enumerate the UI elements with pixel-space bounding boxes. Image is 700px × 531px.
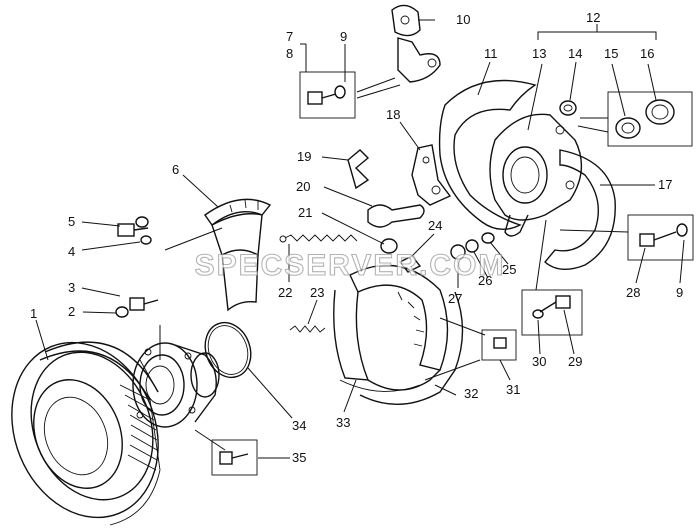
callout-33: 33: [336, 415, 350, 430]
callout-15: 15: [604, 46, 618, 61]
brake-shoe-lower: [333, 264, 464, 405]
bolt-left-lower: [115, 297, 159, 318]
callout-13: 13: [532, 46, 546, 61]
bolt-29-30: [521, 289, 583, 336]
callout-20: 20: [296, 179, 310, 194]
callout-31: 31: [506, 382, 520, 397]
clip: [347, 149, 370, 190]
callout-14: 14: [568, 46, 582, 61]
callout-19: 19: [297, 149, 311, 164]
bearing-group: [607, 91, 693, 147]
callout-17: 17: [658, 177, 672, 192]
washer-set: [450, 232, 495, 260]
callout-22: 22: [278, 285, 292, 300]
leader-lines: [35, 19, 685, 459]
callout-labels: 1 2 3 4 5 6 7 8 9 9 10 11 12 13 14 15 16…: [30, 10, 683, 465]
callout-12: 12: [586, 10, 600, 25]
lock-plate: [398, 255, 422, 273]
callout-7: 7: [286, 29, 293, 44]
callout-24: 24: [428, 218, 442, 233]
callout-16: 16: [640, 46, 654, 61]
bushing: [380, 238, 398, 254]
callout-9a: 9: [340, 29, 347, 44]
callout-27: 27: [448, 291, 462, 306]
callout-6: 6: [172, 162, 179, 177]
callout-5: 5: [68, 214, 75, 229]
callout-35: 35: [292, 450, 306, 465]
callout-8: 8: [286, 46, 293, 61]
slack-adjuster: [411, 144, 452, 206]
callout-1: 1: [30, 306, 37, 321]
bolt-31: [481, 329, 517, 361]
washer-left: [140, 235, 152, 245]
brake-shoe-upper: [204, 198, 272, 312]
callout-25: 25: [502, 262, 516, 277]
callout-18: 18: [386, 107, 400, 122]
retaining-spring: [289, 325, 326, 333]
dust-shield: [438, 79, 537, 230]
bolt-left-upper: [117, 216, 149, 237]
bolt-35: [211, 439, 258, 476]
return-spring: [279, 234, 358, 243]
nut-14: [559, 100, 577, 116]
callout-4: 4: [68, 244, 75, 259]
wheel-hub: [132, 342, 220, 428]
callout-10: 10: [456, 12, 470, 27]
callout-26: 26: [478, 273, 492, 288]
callout-11: 11: [484, 46, 498, 61]
callout-30: 30: [532, 354, 546, 369]
callout-34: 34: [292, 418, 306, 433]
callout-32: 32: [464, 386, 478, 401]
callout-28: 28: [626, 285, 640, 300]
camshaft: [367, 204, 425, 228]
bolt-28-9: [627, 214, 694, 261]
callout-23: 23: [310, 285, 324, 300]
brake-chamber-bracket: [391, 4, 441, 83]
callout-29: 29: [568, 354, 582, 369]
back-plate: [544, 149, 616, 270]
bolt-7-8-9: [299, 71, 356, 119]
callout-3: 3: [68, 280, 75, 295]
steering-knuckle: [489, 113, 583, 237]
callout-9b: 9: [676, 285, 683, 300]
snap-ring: [204, 321, 252, 379]
callout-21: 21: [298, 205, 312, 220]
callout-2: 2: [68, 304, 75, 319]
watermark: SPECSERVER.COM: [195, 249, 506, 282]
